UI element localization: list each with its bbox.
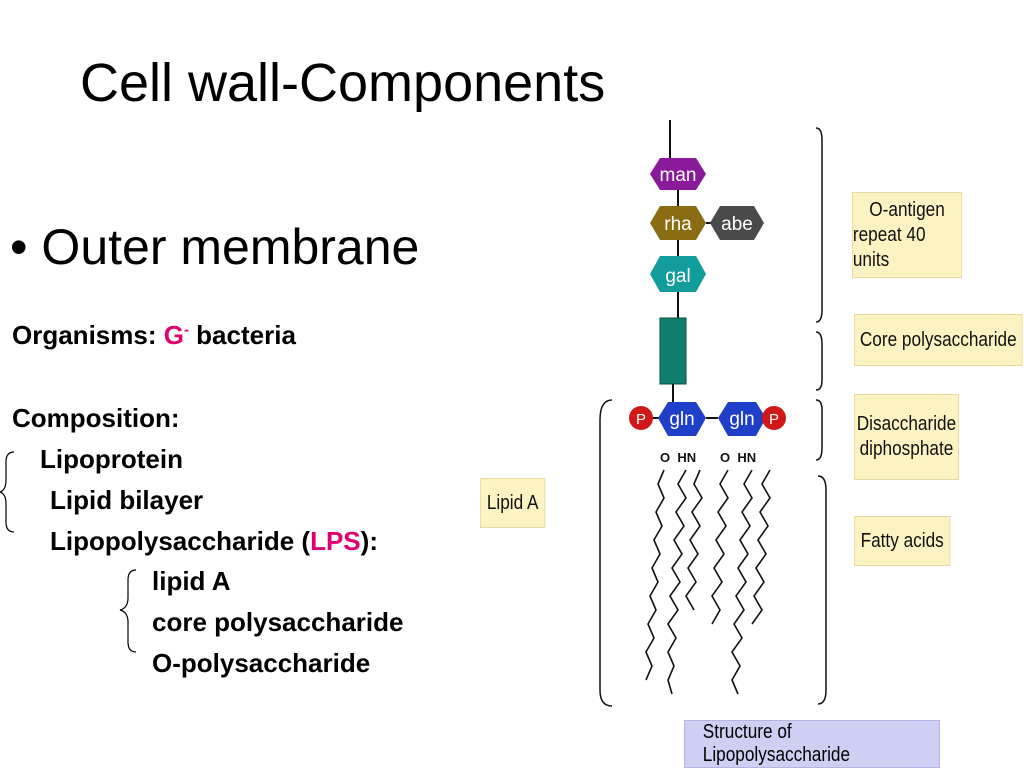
diagram-caption: Structure of Lipopolysaccharide xyxy=(684,720,940,768)
disaccharide-line-2: diphosphate xyxy=(859,438,954,460)
man-sugar: man xyxy=(650,158,706,190)
gln-right-label: gln xyxy=(729,409,754,430)
item-lipoprotein: Lipoprotein xyxy=(40,444,183,474)
organisms-label: Organisms: xyxy=(12,320,164,350)
rha-sugar: rha xyxy=(650,206,706,240)
slide-title: Cell wall-Components xyxy=(80,53,606,113)
phosphate-right-label: P xyxy=(769,411,779,428)
fatty-acids-bracket xyxy=(817,475,827,705)
core-block xyxy=(659,317,687,385)
o-antigen-bracket xyxy=(815,127,823,323)
gln-sugar-left: gln xyxy=(658,402,706,436)
phosphate-left: P xyxy=(629,406,653,430)
caption-text: Structure of Lipopolysaccharide xyxy=(702,721,851,766)
lipid-a-label: Lipid A xyxy=(480,478,546,528)
fatty-acid-chains xyxy=(645,469,771,695)
phosphate-right: P xyxy=(762,406,786,430)
gal-label: gal xyxy=(665,266,690,287)
fatty-acid-chain-5 xyxy=(731,469,753,695)
lps-part-o-polysaccharide: O-polysaccharide xyxy=(152,648,371,678)
fatty-acid-chain-3 xyxy=(685,469,703,611)
bullet-marker: • xyxy=(10,219,28,275)
gln-left-label: gln xyxy=(669,409,694,430)
core-label-text: Core polysaccharide xyxy=(859,328,1017,351)
organisms-suffix: bacteria xyxy=(188,320,296,350)
lipid-a-bracket xyxy=(599,399,613,707)
composition-brace xyxy=(0,451,15,533)
man-label: man xyxy=(660,165,697,186)
lps-part-core: core polysaccharide xyxy=(152,607,404,637)
disaccharide-label: Disaccharide diphosphate xyxy=(854,394,959,480)
fatty-acid-chain-6 xyxy=(751,469,771,625)
o-antigen-label: O-antigen repeat 40 units xyxy=(852,192,963,278)
core-bracket xyxy=(815,331,823,391)
abe-label: abe xyxy=(721,214,753,235)
item-lps: Lipopolysaccharide (LPS): xyxy=(50,526,378,557)
gal-sugar: gal xyxy=(650,256,706,292)
fatty-acid-chain-1 xyxy=(645,469,665,681)
abe-sugar: abe xyxy=(710,206,764,240)
disaccharide-line-1: Disaccharide xyxy=(856,413,957,435)
disaccharide-bracket xyxy=(815,399,823,461)
item-lipid-bilayer: Lipid bilayer xyxy=(50,485,204,515)
gln-sugar-right: gln xyxy=(718,402,766,436)
lps-suffix: ): xyxy=(360,526,378,556)
lps-prefix: Lipopolysaccharide ( xyxy=(50,526,311,556)
rha-label: rha xyxy=(664,214,692,235)
organisms-gram-sign: - xyxy=(183,321,189,339)
phosphate-left-label: P xyxy=(636,411,646,428)
fatty-acids-label: Fatty acids xyxy=(854,516,951,566)
o-antigen-title: O-antigen xyxy=(869,198,945,221)
bullet-text: Outer membrane xyxy=(41,219,420,275)
lipid-a-text: Lipid A xyxy=(486,491,539,514)
core-polysaccharide-label: Core polysaccharide xyxy=(854,314,1023,366)
organisms-line: Organisms: G- bacteria xyxy=(12,320,296,351)
linkage-right: O HN xyxy=(720,450,756,465)
fatty-acid-chain-4 xyxy=(711,469,729,625)
o-antigen-sub: repeat 40 units xyxy=(852,223,926,271)
bullet-outer-membrane: • Outer membrane xyxy=(10,218,419,276)
linkage-left: O HN xyxy=(660,450,696,465)
fatty-acid-chain-2 xyxy=(667,469,687,695)
lps-part-lipid-a: lipid A xyxy=(152,566,231,596)
fatty-acids-text: Fatty acids xyxy=(860,529,944,552)
lps-abbrev: LPS xyxy=(310,526,361,556)
lps-brace xyxy=(119,569,137,653)
organisms-gram: G xyxy=(163,320,184,350)
composition-label: Composition: xyxy=(12,403,180,433)
